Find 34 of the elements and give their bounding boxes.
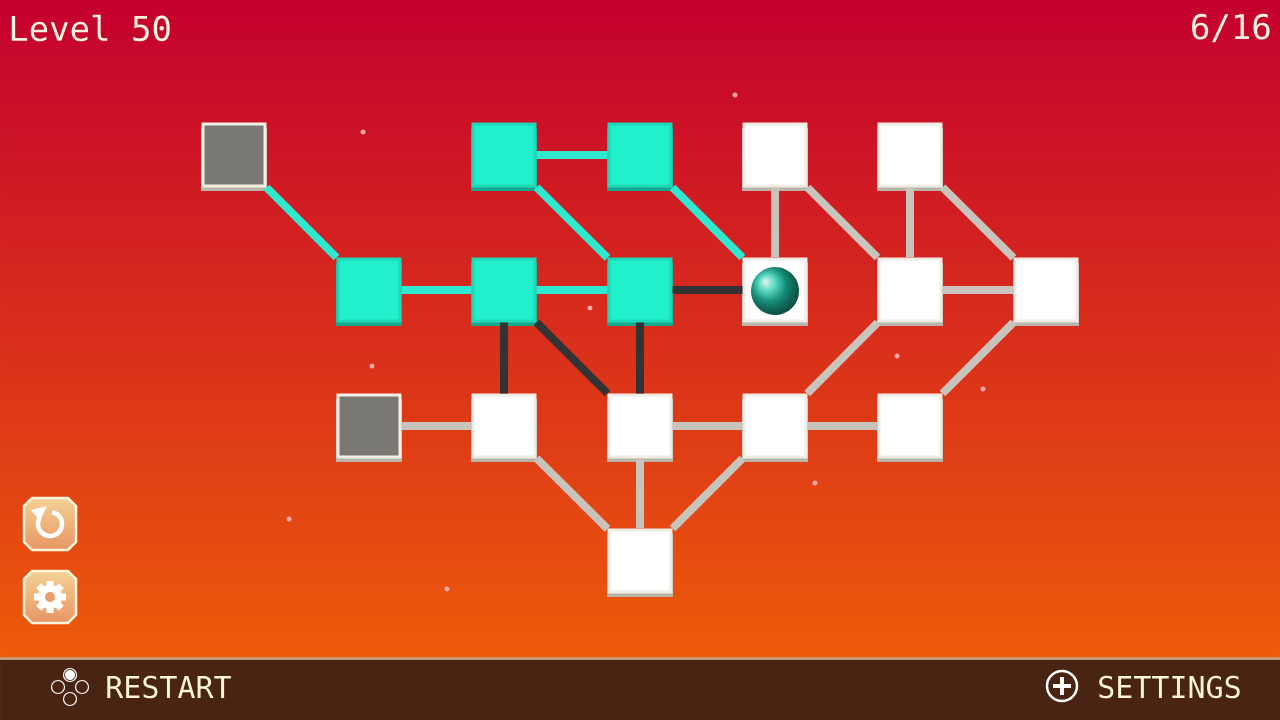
connector <box>533 319 611 397</box>
tile <box>1013 257 1079 326</box>
tile <box>607 528 673 597</box>
tile <box>471 122 537 191</box>
tile <box>607 257 673 326</box>
connector <box>401 422 472 430</box>
tile <box>607 122 673 191</box>
connector <box>672 422 743 430</box>
connector <box>533 455 611 532</box>
tile <box>877 393 943 462</box>
level-title: Level 50 <box>11 14 170 42</box>
tile <box>877 257 943 326</box>
tile <box>336 257 402 326</box>
tile <box>742 122 808 191</box>
connector <box>804 319 881 397</box>
connector <box>669 455 746 532</box>
tile <box>201 122 267 191</box>
tile <box>471 393 537 462</box>
move-counter: 6/16 <box>1192 13 1270 43</box>
connector <box>942 286 1014 294</box>
connector <box>807 422 878 430</box>
connector <box>939 319 1017 397</box>
tile <box>607 393 673 462</box>
connector <box>939 184 1017 261</box>
connector <box>669 184 746 261</box>
connector <box>533 184 611 261</box>
tile <box>471 257 537 326</box>
tile <box>742 393 808 462</box>
connector <box>263 184 340 261</box>
tile <box>336 393 402 462</box>
tile <box>877 122 943 191</box>
connector <box>804 184 881 261</box>
restart-label: RESTART <box>107 675 231 699</box>
settings-label: SETTINGS <box>1099 675 1240 699</box>
